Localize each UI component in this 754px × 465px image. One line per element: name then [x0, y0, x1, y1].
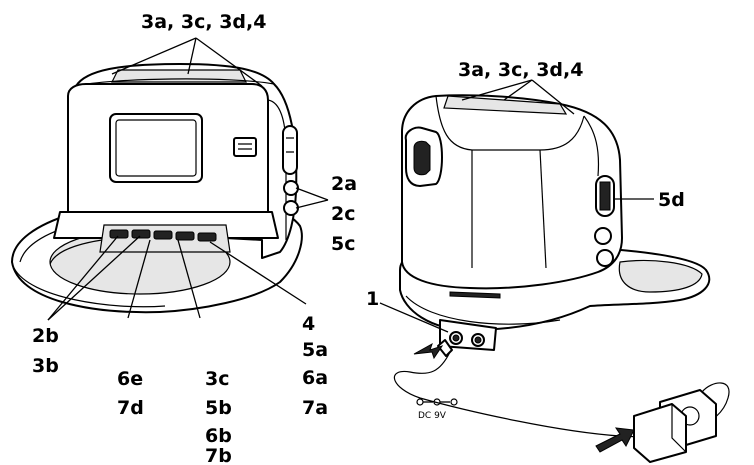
- left-label-5b: 5b: [205, 397, 232, 419]
- power-adapter: [393, 339, 730, 463]
- right-side-label-5d: 5d: [658, 189, 685, 211]
- left-label-6a: 6a: [302, 367, 328, 389]
- left-top-label: 3a, 3c, 3d,4: [141, 11, 266, 33]
- left-label-7b: 7b: [205, 445, 232, 465]
- left-label-3b: 3b: [32, 355, 59, 377]
- right-callout-lines: [379, 79, 654, 333]
- left-side-label-2c: 2c: [331, 203, 355, 225]
- left-label-7a: 7a: [302, 397, 328, 419]
- left-device: [11, 63, 303, 314]
- left-label-7d: 7d: [117, 397, 144, 419]
- left-label-3c: 3c: [205, 368, 229, 390]
- left-label-6b: 6b: [205, 425, 232, 447]
- left-side-label-2a: 2a: [331, 173, 357, 195]
- left-side-label-5c: 5c: [331, 233, 355, 255]
- left-label-4: 4: [302, 313, 315, 335]
- dc-voltage-label: DC 9V: [418, 411, 447, 421]
- front-keys: [109, 229, 217, 242]
- left-label-2b: 2b: [32, 325, 59, 347]
- right-port-label-1: 1: [366, 288, 379, 310]
- left-label-6e: 6e: [117, 368, 143, 390]
- left-callout-lines: [47, 37, 329, 321]
- left-label-5a: 5a: [302, 339, 328, 361]
- right-top-label: 3a, 3c, 3d,4: [458, 59, 583, 81]
- polarity-symbol: DC 9V: [416, 398, 458, 421]
- right-device: [399, 94, 711, 351]
